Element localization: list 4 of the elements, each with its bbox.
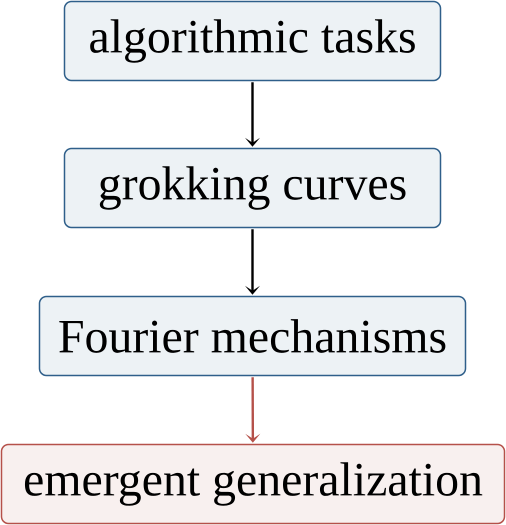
process-box: grokking curves [64,148,442,228]
process-box: Fourier mechanisms [38,296,466,376]
process-box: emergent generalization [0,444,506,524]
process-box: algorithmic tasks [64,0,442,82]
